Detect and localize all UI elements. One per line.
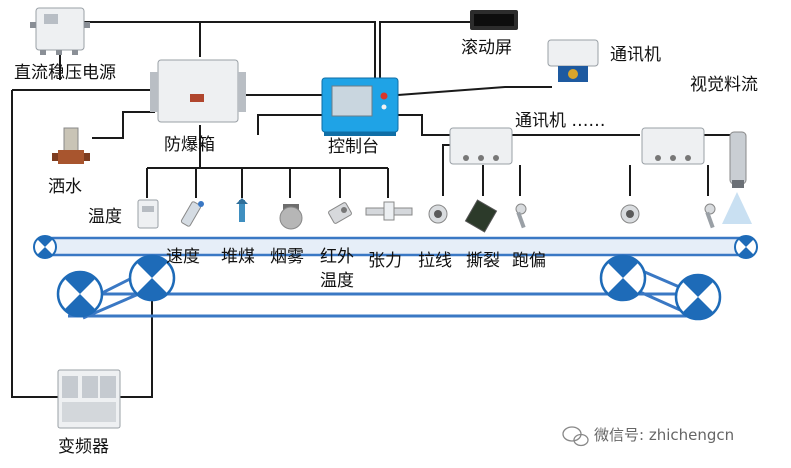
deviation-switch-right <box>704 203 716 229</box>
label-infrared-line1: 红外 <box>320 247 354 267</box>
label-smoke: 烟雾 <box>270 247 304 267</box>
tear-sensor <box>464 199 498 233</box>
label-pull-wire: 拉线 <box>418 251 452 271</box>
roller-drive-left-1 <box>56 270 104 318</box>
roller-drive-left-2 <box>128 254 176 302</box>
watermark: 微信号: zhichengcn <box>562 426 734 447</box>
label-coal-pile: 堆煤 <box>221 247 255 267</box>
label-vfd: 变频器 <box>58 437 109 457</box>
vfd-cabinet <box>57 369 121 429</box>
pull-wire-switch <box>428 204 448 224</box>
wechat-icon <box>562 426 589 447</box>
explosion-proof-box <box>150 59 246 123</box>
label-flow-vision: 视觉料流 <box>690 75 758 95</box>
label-speed: 速度 <box>166 247 200 267</box>
smoke-sensor <box>279 204 303 230</box>
pull-wire-switch-right <box>620 204 640 224</box>
speed-sensor <box>180 201 204 227</box>
label-comm-mid: 通讯机 ‥‥‥ <box>515 111 605 131</box>
label-sprinkler: 洒水 <box>48 177 82 197</box>
roller-tail-right-2 <box>674 273 722 321</box>
label-power-supply: 直流稳压电源 <box>14 63 116 83</box>
wiring <box>11 21 737 398</box>
label-scroll-screen: 滚动屏 <box>461 38 512 58</box>
label-console: 控制台 <box>328 137 379 157</box>
deviation-switch <box>515 203 527 229</box>
label-infrared-line2: 温度 <box>320 271 354 291</box>
comm-unit-top <box>547 39 599 82</box>
roller-tail-right-1 <box>599 254 647 302</box>
watermark-text: 微信号: zhichengcn <box>594 426 734 444</box>
power-supply-unit <box>30 7 90 55</box>
label-explosion-box: 防爆箱 <box>164 135 215 155</box>
label-comm-top: 通讯机 <box>610 45 661 65</box>
coal-pile-sensor <box>236 198 248 222</box>
sprinkler-valve <box>52 127 90 164</box>
comm-unit-mid-2 <box>641 127 705 165</box>
flow-vision-camera <box>722 131 752 224</box>
label-temperature: 温度 <box>88 207 122 227</box>
roller-head-left <box>33 235 57 259</box>
infrared-temperature-sensor <box>328 202 352 224</box>
scrolling-display <box>470 10 518 30</box>
temperature-sensor <box>137 199 159 229</box>
comm-unit-mid-1 <box>449 127 513 165</box>
label-deviation: 跑偏 <box>512 251 546 271</box>
label-tear: 撕裂 <box>466 251 500 271</box>
label-tension: 张力 <box>368 251 402 271</box>
tension-sensor <box>365 201 413 221</box>
control-console <box>321 77 399 136</box>
roller-head-right <box>734 235 758 259</box>
